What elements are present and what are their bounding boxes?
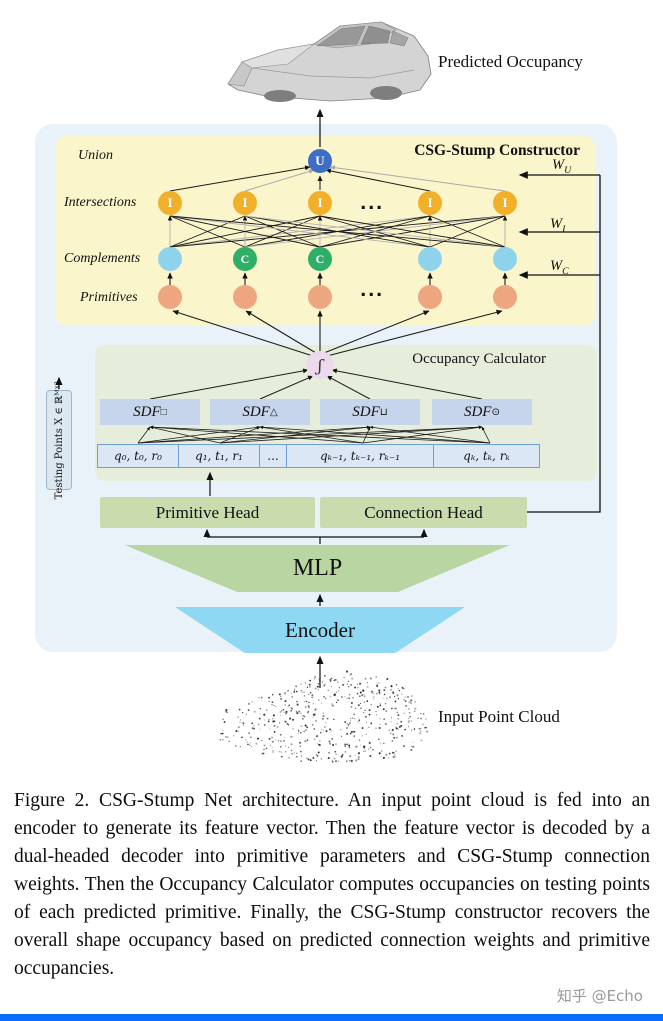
intersection-node-4: I: [418, 191, 442, 215]
testing-points-label: Testing Points X ∈ ℝᴹˣ³: [53, 380, 65, 500]
figure-caption: Figure 2. CSG-Stump Net architecture. An…: [14, 790, 650, 980]
primitive-parameter-row: q₀, t₀, r₀ q₁, t₁, r₁ ... qₖ₋₁, tₖ₋₁, rₖ…: [97, 444, 544, 468]
primitive-head-box: Primitive Head: [100, 497, 315, 528]
predicted-occupancy-label: Predicted Occupancy: [438, 52, 583, 71]
intersections-row-label: Intersections: [64, 195, 137, 210]
primitive-ellipsis: ...: [360, 281, 384, 301]
weight-wc-label: WC: [550, 258, 569, 277]
bottom-bar: [0, 1014, 663, 1021]
primitive-node-2: [233, 285, 257, 309]
param-cell-1: q₁, t₁, r₁: [178, 444, 260, 468]
sdf-box-sphere: SDF⊙: [432, 399, 532, 425]
connection-head-box: Connection Head: [320, 497, 527, 528]
weight-wu-label: WU: [552, 157, 572, 176]
input-point-cloud-label: Input Point Cloud: [438, 707, 560, 726]
intersection-node-3: I: [308, 191, 332, 215]
primitive-node-5: [493, 285, 517, 309]
complement-node-3: C: [308, 247, 332, 271]
union-row-label: Union: [78, 148, 113, 163]
constructor-title: CSG-Stump Constructor: [414, 142, 580, 159]
primitive-node-3: [308, 285, 332, 309]
union-node: U: [308, 149, 332, 173]
primitives-row-label: Primitives: [80, 290, 138, 305]
input-point-cloud-points: [219, 670, 428, 763]
complements-row-label: Complements: [64, 251, 141, 266]
param-cell-k: qₖ, tₖ, rₖ: [433, 444, 540, 468]
primitive-node-1: [158, 285, 182, 309]
watermark: 知乎 @Echo: [556, 987, 643, 1005]
complement-node-5: [493, 247, 517, 271]
calculator-title: Occupancy Calculator: [412, 351, 546, 367]
param-cell-k-1: qₖ₋₁, tₖ₋₁, rₖ₋₁: [286, 444, 434, 468]
param-cell-0: q₀, t₀, r₀: [97, 444, 179, 468]
occupancy-aggregator-node: ʃ: [306, 351, 334, 379]
sdf-box-square: SDF□: [100, 399, 200, 425]
complement-node-2: C: [233, 247, 257, 271]
intersection-ellipsis: ...: [360, 194, 384, 214]
weight-wi-label: WI: [550, 216, 566, 235]
sdf-box-triangle: SDF△: [210, 399, 310, 425]
predicted-occupancy-mesh: [227, 21, 432, 102]
intersection-node-5: I: [493, 191, 517, 215]
sdf-box-cylinder: SDF⊔: [320, 399, 420, 425]
param-cell-ellipsis: ...: [259, 444, 287, 468]
complement-node-4: [418, 247, 442, 271]
testing-points-box: Testing Points X ∈ ℝᴹˣ³: [46, 381, 72, 499]
primitive-node-4: [418, 285, 442, 309]
complement-node-1: [158, 247, 182, 271]
intersection-node-2: I: [233, 191, 257, 215]
intersection-node-1: I: [158, 191, 182, 215]
